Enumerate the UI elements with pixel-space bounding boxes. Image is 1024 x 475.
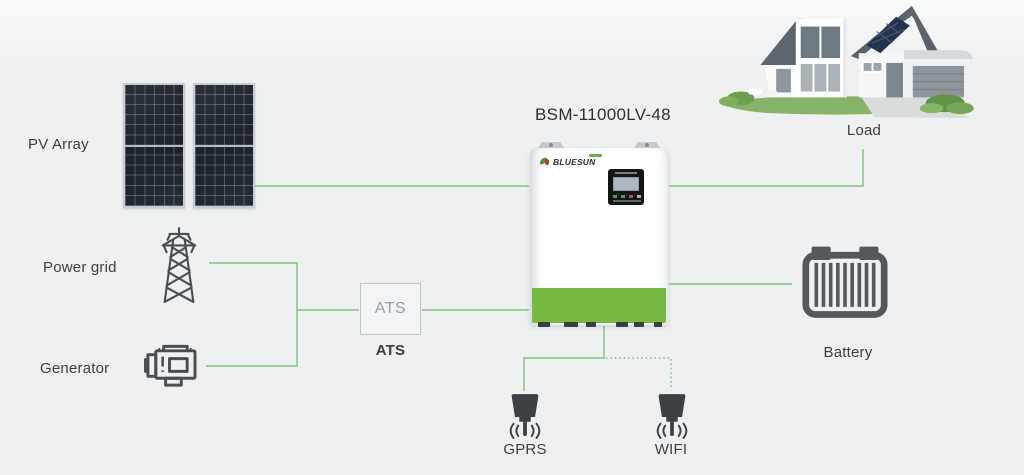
power-grid-tower-icon xyxy=(157,227,201,306)
lcd-screen xyxy=(613,177,639,191)
inverter-display-panel xyxy=(608,169,644,205)
connector-inverter-to-wifi xyxy=(606,357,672,390)
gprs-dongle-icon xyxy=(504,392,546,442)
panel-button xyxy=(613,195,617,198)
generator-label: Generator xyxy=(40,360,110,377)
battery-label: Battery xyxy=(823,344,873,361)
bluesun-logo: BLUESUN xyxy=(539,154,602,167)
connector-port xyxy=(564,322,578,327)
ats-box: ATS xyxy=(360,283,421,335)
connector-inverter-to-load xyxy=(669,149,864,187)
inverter: BLUESUN xyxy=(530,142,668,327)
ats-box-label: ATS xyxy=(374,300,407,317)
panel-caption xyxy=(615,172,637,174)
pv-array-label: PV Array xyxy=(28,136,89,153)
house-load-image xyxy=(710,2,978,122)
logo-green-accent xyxy=(588,154,602,157)
mounting-bracket-icon xyxy=(634,142,660,148)
connector-port xyxy=(538,322,550,327)
connector-port xyxy=(634,322,644,327)
generator-icon xyxy=(142,340,199,391)
power-grid-label: Power grid xyxy=(43,259,117,276)
connector-port xyxy=(616,322,628,327)
leaf-icon xyxy=(539,157,550,166)
mounting-bracket-icon xyxy=(538,142,564,148)
wifi-dongle-icon xyxy=(651,392,693,442)
connector-port xyxy=(654,322,662,327)
wifi-label: WIFI xyxy=(654,441,688,458)
solar-panel-icon xyxy=(123,83,185,208)
panel-button xyxy=(629,195,633,198)
connector-port xyxy=(586,322,596,327)
load-label: Load xyxy=(846,122,882,139)
bracket-hole xyxy=(549,143,553,147)
solar-panel-icon xyxy=(193,83,255,208)
battery-icon xyxy=(802,245,888,319)
gprs-label: GPRS xyxy=(503,441,547,458)
bracket-hole xyxy=(645,143,649,147)
connector-inverter-to-gprs xyxy=(523,326,605,391)
connector-grid-generator-junction xyxy=(206,262,298,367)
panel-button xyxy=(621,195,625,198)
panel-button xyxy=(637,195,641,198)
inverter-model-title: BSM-11000LV-48 xyxy=(535,105,671,124)
panel-button-row xyxy=(613,200,641,202)
inverter-green-base xyxy=(532,288,666,323)
brand-text: BLUESUN xyxy=(553,157,596,167)
ats-caption: ATS xyxy=(375,342,406,359)
